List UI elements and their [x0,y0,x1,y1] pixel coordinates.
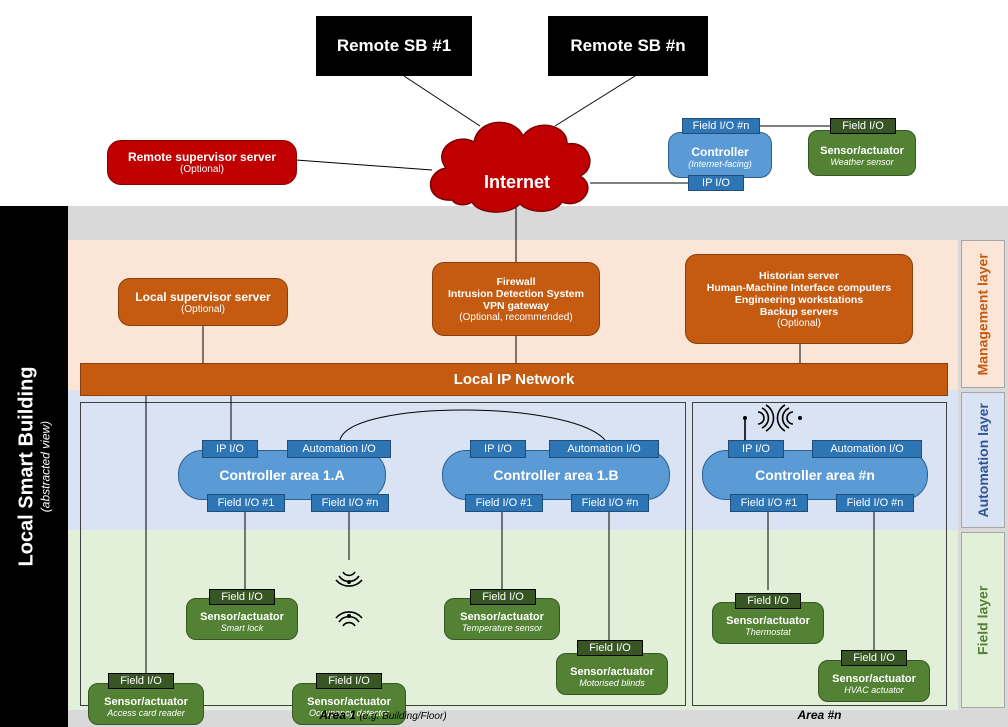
smart-lock-title: Sensor/actuator [200,611,284,623]
controller-n-ip-io: IP I/O [728,440,784,458]
servers-note: (Optional) [777,317,821,329]
controller-1b-field-io-1: Field I/O #1 [465,494,543,512]
internet-text: Internet [483,171,550,192]
occupancy-title: Sensor/actuator [307,696,391,708]
remote-supervisor-title: Remote supervisor server [127,150,277,164]
temperature-field-io: Field I/O [470,589,536,605]
building-label-band [0,206,68,727]
blinds-title: Sensor/actuator [570,666,654,678]
controller-1a-automation-io: Automation I/O [287,440,391,458]
firewall-line2: Intrusion Detection System [448,287,584,300]
hvac-title: Sensor/actuator [832,673,916,685]
hvac-field-io: Field I/O [841,650,907,666]
controller-area-1a: Controller area 1.A [178,450,386,500]
weather-sensor-subtitle: Weather sensor [830,157,894,167]
sensor-thermostat: Sensor/actuator Thermostat [712,602,824,644]
management-layer-label: Management layer [961,240,1005,388]
local-supervisor-server: Local supervisor server (Optional) [118,278,288,326]
servers-line2: Human-Machine Interface computers [706,281,892,294]
internet-controller-field-io: Field I/O #n [682,118,760,134]
occupancy-subtitle: Occupancy detector [308,708,390,718]
controller-1b-field-io-n: Field I/O #n [571,494,649,512]
remote-sb-1: Remote SB #1 [316,16,472,76]
controller-n-title: Controller area #n [755,467,875,483]
field-layer-label: Field layer [961,532,1005,708]
controller-1a-ip-io: IP I/O [202,440,258,458]
sensor-access-card-reader: Sensor/actuator Access card reader [88,683,204,725]
area1-title: Area 1 [319,708,357,722]
arean-title: Area #n [797,708,842,722]
internet-controller-subtitle: (Internet-facing) [688,159,752,169]
area1-note: (e.g. Building/Floor) [359,711,447,722]
sensor-occupancy-detector: Sensor/actuator Occupancy detector [292,683,406,725]
weather-sensor-field-io: Field I/O [830,118,896,134]
sensor-motorised-blinds: Sensor/actuator Motorised blinds [556,653,668,695]
controller-area-n: Controller area #n [702,450,928,500]
local-supervisor-note: (Optional) [181,303,225,315]
local-ip-network-label: Local IP Network [453,371,575,388]
remote-supervisor-note: (Optional) [180,164,224,175]
controller-1b-ip-io: IP I/O [470,440,526,458]
remote-supervisor-server: Remote supervisor server (Optional) [107,140,297,185]
controller-n-field-io-1: Field I/O #1 [730,494,808,512]
servers-line3: Engineering workstations [734,293,864,306]
controller-area-1b: Controller area 1.B [442,450,670,500]
firewall-box: Firewall Intrusion Detection System VPN … [432,262,600,336]
smart-lock-subtitle: Smart lock [220,623,264,633]
sensor-temperature: Sensor/actuator Temperature sensor [444,598,560,640]
servers-line1: Historian server [759,269,839,282]
firewall-line1: Firewall [496,275,536,288]
blinds-field-io: Field I/O [577,640,643,656]
remote-sb-n-label: Remote SB #n [570,36,686,55]
controller-n-field-io-n: Field I/O #n [836,494,914,512]
card-reader-title: Sensor/actuator [104,696,188,708]
servers-box: Historian server Human-Machine Interface… [685,254,913,344]
card-reader-subtitle: Access card reader [107,708,185,718]
remote-sb-n: Remote SB #n [548,16,708,76]
thermostat-subtitle: Thermostat [745,627,791,637]
controller-1b-automation-io: Automation I/O [549,440,659,458]
firewall-line3: VPN gateway [483,299,549,312]
internet-cloud-shape [429,121,591,213]
temperature-subtitle: Temperature sensor [461,623,543,633]
controller-1a-field-io-1: Field I/O #1 [207,494,285,512]
card-reader-field-io: Field I/O [108,673,174,689]
thermostat-title: Sensor/actuator [726,615,810,627]
sensor-hvac-actuator: Sensor/actuator HVAC actuator [818,660,930,702]
sensor-smart-lock: Sensor/actuator Smart lock [186,598,298,640]
smart-lock-field-io: Field I/O [209,589,275,605]
hvac-subtitle: HVAC actuator [844,685,904,695]
internet-label: Internet [462,166,572,198]
arean-frame [692,402,947,706]
controller-1a-title: Controller area 1.A [219,467,345,483]
controller-n-automation-io: Automation I/O [812,440,922,458]
local-supervisor-title: Local supervisor server [135,289,271,304]
weather-sensor: Sensor/actuator Weather sensor [808,130,916,176]
servers-line4: Backup servers [759,305,839,318]
remote-sb-1-label: Remote SB #1 [336,36,452,55]
internet-controller-ip-io: IP I/O [688,175,744,191]
arean-label: Area #n [692,708,947,726]
internet-controller-title: Controller [691,145,749,159]
local-ip-network: Local IP Network [80,363,948,396]
automation-layer-label: Automation layer [961,392,1005,528]
controller-1a-field-io-n: Field I/O #n [311,494,389,512]
weather-sensor-title: Sensor/actuator [820,145,904,157]
occupancy-field-io: Field I/O [316,673,382,689]
firewall-note: (Optional, recommended) [459,311,573,323]
temperature-title: Sensor/actuator [460,611,544,623]
thermostat-field-io: Field I/O [735,593,801,609]
controller-1b-title: Controller area 1.B [493,467,619,483]
internet-controller: Controller (Internet-facing) [668,132,772,178]
area1-label: Area 1 (e.g. Building/Floor) [80,708,686,726]
blinds-subtitle: Motorised blinds [579,678,645,688]
